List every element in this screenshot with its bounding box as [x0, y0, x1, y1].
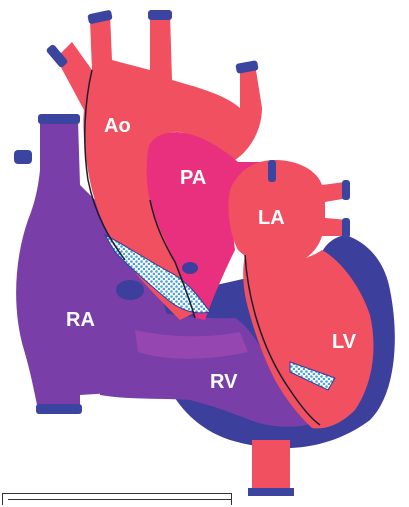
vessel-cap [268, 160, 276, 182]
vessel-cap [342, 218, 350, 238]
vessel-cap [342, 180, 350, 200]
descending-aorta [252, 440, 290, 492]
label-pulmonary-artery: PA [180, 167, 206, 189]
descending-aorta-cap [248, 488, 294, 496]
valve-left [116, 280, 144, 300]
label-right-atrium: RA [66, 309, 95, 331]
valve-right [182, 262, 198, 274]
label-right-ventricle: RV [210, 371, 238, 393]
label-left-atrium: LA [258, 207, 285, 229]
vessel-cap [38, 114, 80, 124]
vessel-cap [36, 404, 82, 414]
vessel-cap [148, 10, 172, 20]
frame-border-inner [8, 499, 232, 507]
label-left-ventricle: LV [332, 331, 357, 353]
vessel-cap [14, 150, 32, 164]
label-aorta: Ao [104, 115, 131, 137]
